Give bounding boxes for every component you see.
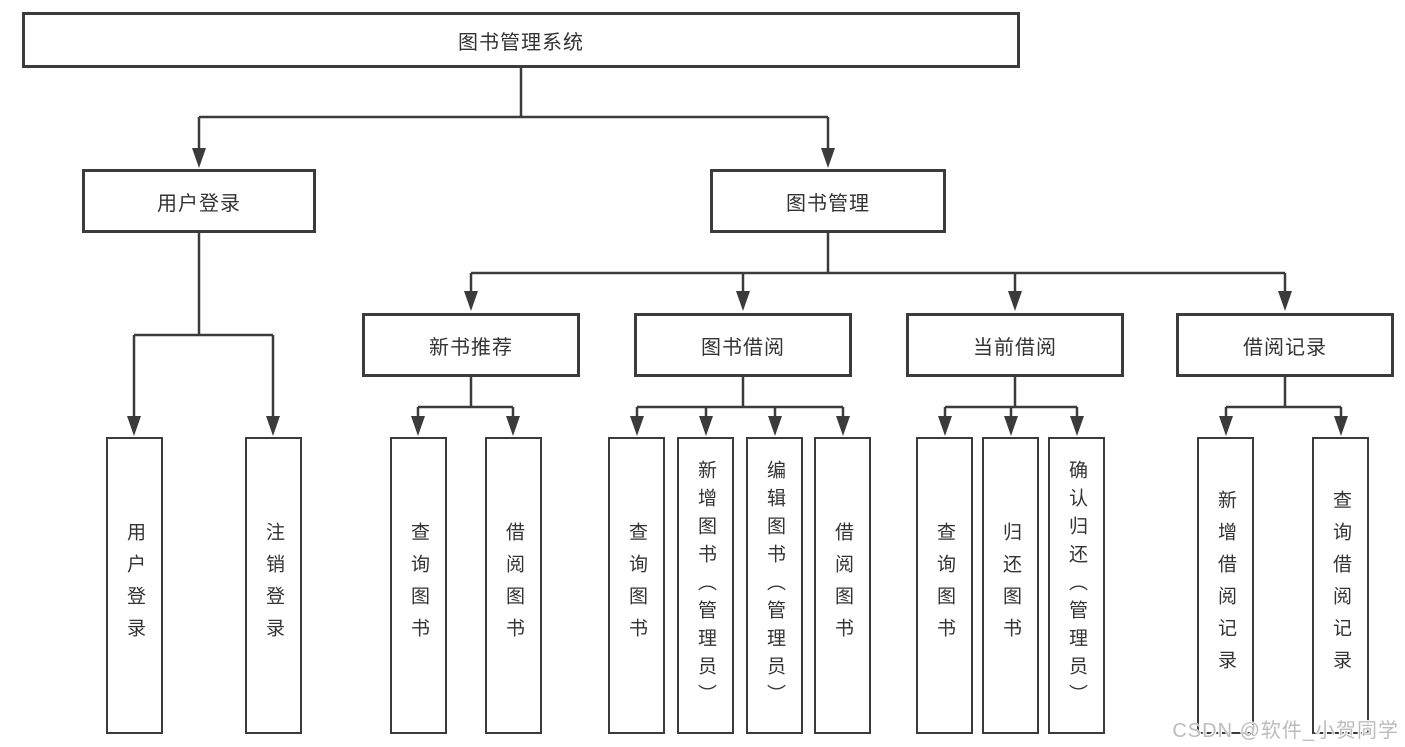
leaf-label: 编辑图书（管理员） xyxy=(764,459,785,712)
leaf-label: 注销登录 xyxy=(263,521,284,650)
node-borrowing-records: 借阅记录 xyxy=(1176,313,1394,377)
leaf-query-books-borrowing: 查询图书 xyxy=(608,437,665,734)
node-book-borrowing: 图书借阅 xyxy=(634,313,852,377)
leaf-add-books-admin: 新增图书（管理员） xyxy=(677,437,734,734)
leaf-label: 用户登录 xyxy=(124,521,145,650)
leaf-label: 确认归还（管理员） xyxy=(1066,459,1087,712)
leaf-borrow-books-newbooks: 借阅图书 xyxy=(485,437,542,734)
node-label: 图书借阅 xyxy=(701,336,785,359)
leaf-query-books-newbooks: 查询图书 xyxy=(390,437,447,734)
leaf-label: 归还图书 xyxy=(1000,521,1021,650)
leaf-label: 新增图书（管理员） xyxy=(695,459,716,712)
leaf-query-borrow-record: 查询借阅记录 xyxy=(1312,437,1369,734)
leaf-label: 查询图书 xyxy=(934,521,955,650)
leaf-label: 查询图书 xyxy=(408,521,429,650)
leaf-label: 新增借阅记录 xyxy=(1215,489,1236,682)
leaf-logout: 注销登录 xyxy=(245,437,302,734)
node-label: 图书管理系统 xyxy=(458,31,584,54)
node-label: 图书管理 xyxy=(786,192,870,215)
leaf-label: 查询借阅记录 xyxy=(1330,489,1351,682)
leaf-borrow-books-borrowing: 借阅图书 xyxy=(814,437,871,734)
leaf-query-books-current: 查询图书 xyxy=(916,437,973,734)
node-label: 借阅记录 xyxy=(1243,336,1327,359)
node-current-borrowing: 当前借阅 xyxy=(906,313,1124,377)
csdn-watermark: CSDN @软件_小贺同学 xyxy=(1172,720,1399,742)
node-user-login: 用户登录 xyxy=(82,169,316,233)
leaf-user-login: 用户登录 xyxy=(106,437,163,734)
node-new-book-recommendation: 新书推荐 xyxy=(362,313,580,377)
node-label: 用户登录 xyxy=(157,192,241,215)
leaf-add-borrow-record: 新增借阅记录 xyxy=(1197,437,1254,734)
leaf-label: 查询图书 xyxy=(626,521,647,650)
node-label: 新书推荐 xyxy=(429,336,513,359)
leaf-confirm-return-admin: 确认归还（管理员） xyxy=(1048,437,1105,734)
node-label: 当前借阅 xyxy=(973,336,1057,359)
leaf-return-books: 归还图书 xyxy=(982,437,1039,734)
leaf-label: 借阅图书 xyxy=(832,521,853,650)
node-book-management: 图书管理 xyxy=(710,169,946,233)
leaf-label: 借阅图书 xyxy=(503,521,524,650)
leaf-edit-books-admin: 编辑图书（管理员） xyxy=(746,437,803,734)
node-library-management-system: 图书管理系统 xyxy=(22,12,1020,68)
